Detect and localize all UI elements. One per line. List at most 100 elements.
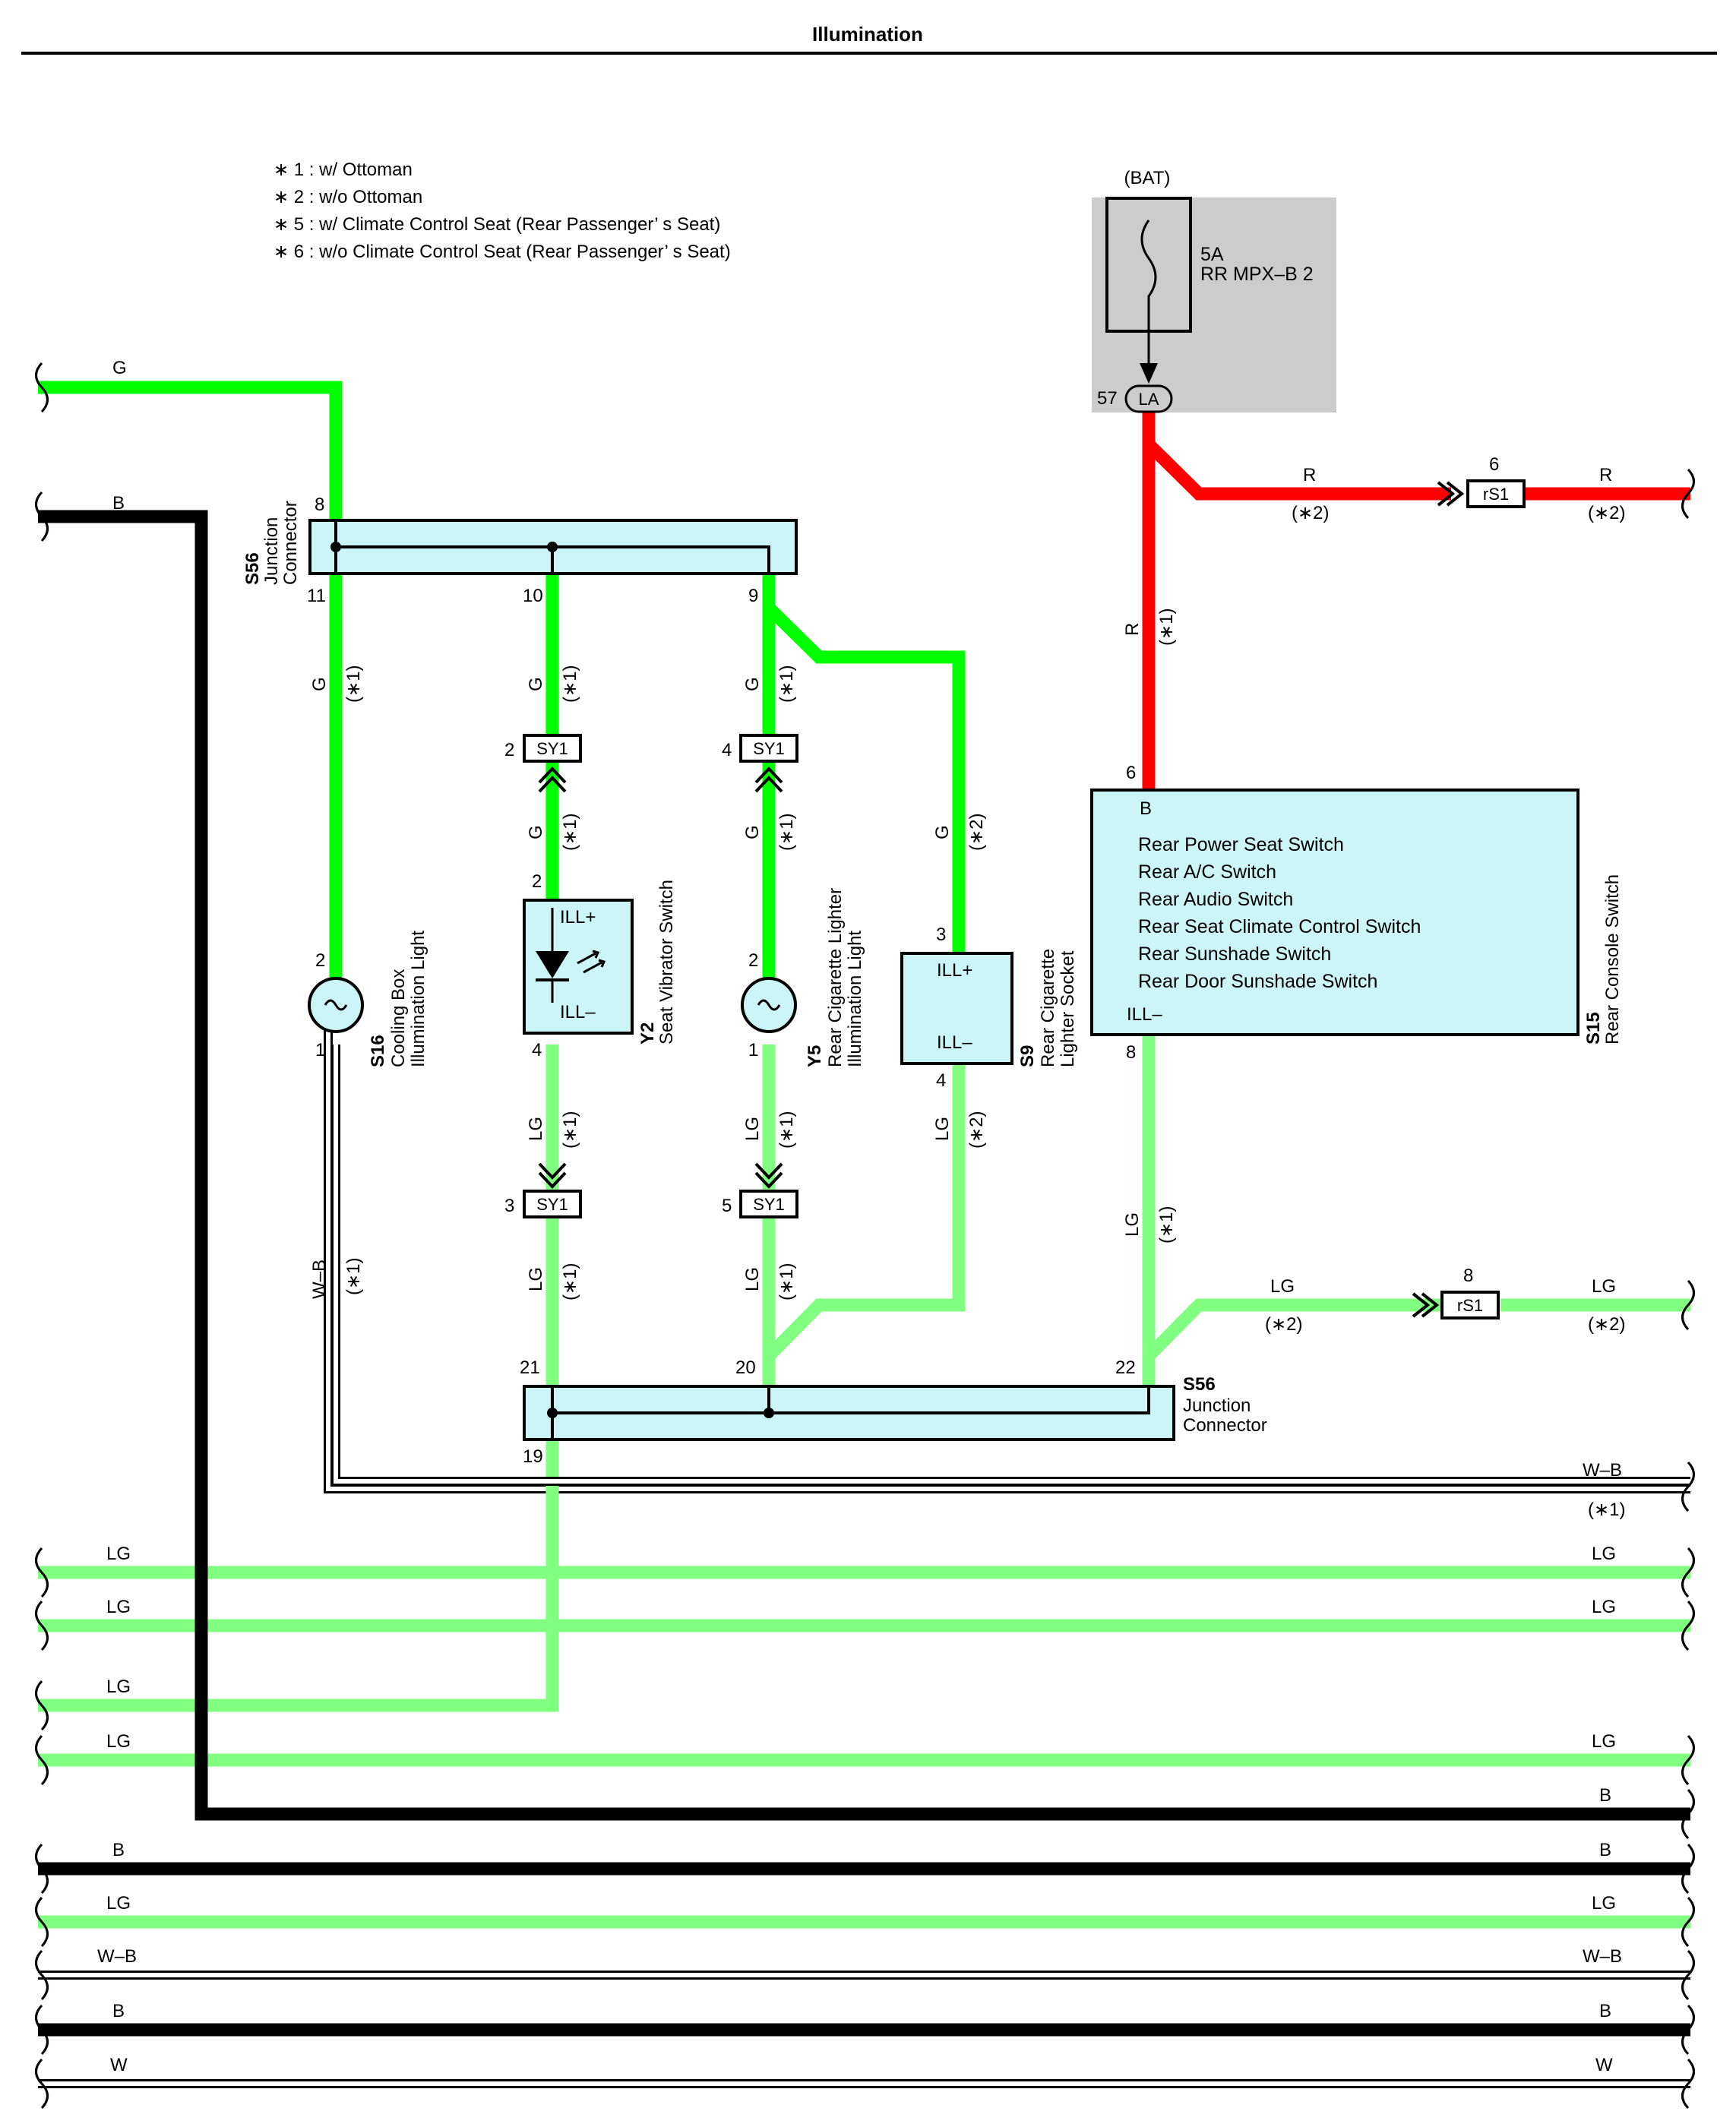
svg-text:LG: LG [1592,1544,1616,1564]
svg-text:B: B [1140,798,1152,819]
svg-text:W: W [110,2055,128,2075]
svg-text:Rear Audio Switch: Rear Audio Switch [1138,889,1293,910]
svg-text:(∗1): (∗1) [560,665,580,703]
wire-lg-rs1-branch [1143,1298,1447,1361]
svg-text:(∗1): (∗1) [776,1263,797,1301]
junction-lower-name-2: Connector [1183,1415,1267,1436]
svg-text:ILL–: ILL– [937,1032,972,1053]
svg-text:8: 8 [1126,1042,1136,1063]
svg-text:SY1: SY1 [753,739,785,758]
svg-text:3: 3 [504,1196,514,1216]
svg-text:8: 8 [1463,1266,1473,1286]
svg-text:G: G [742,825,763,839]
fuse-icon [1140,220,1157,365]
svg-text:B: B [112,1840,125,1860]
svg-text:1: 1 [315,1040,325,1060]
svg-text:B: B [112,2001,125,2021]
svg-text:B: B [1599,2001,1611,2021]
seat-vibrator-switch-box [523,899,634,1035]
junction-lower-code: S56 [1183,1374,1216,1395]
plug-icon [538,1162,567,1189]
svg-text:(∗1): (∗1) [343,1258,364,1295]
svg-text:Seat Vibrator Switch: Seat Vibrator Switch [656,880,677,1045]
svg-text:LG: LG [742,1117,763,1141]
svg-text:4: 4 [722,740,732,760]
bus-wires [38,510,1690,2088]
svg-text:(∗2): (∗2) [1265,1314,1302,1335]
svg-text:(∗1): (∗1) [1156,608,1177,646]
svg-text:Rear Seat Climate Control Swit: Rear Seat Climate Control Switch [1138,916,1421,937]
plug-icon [1437,481,1465,507]
svg-text:2: 2 [748,950,758,971]
svg-text:Rear Cigarette: Rear Cigarette [1038,949,1058,1067]
junction-upper-pin-8: 8 [315,495,324,515]
svg-text:G: G [526,825,546,839]
wire-labels-vertical: G (∗1) W–B (∗1) G (∗1) G (∗1) LG (∗1) LG… [309,608,1177,1301]
battery-connector-label: LA [1139,390,1159,409]
svg-text:(∗1): (∗1) [1588,1500,1625,1520]
svg-text:2: 2 [315,950,325,971]
svg-text:Rear Cigarette Lighter: Rear Cigarette Lighter [825,888,846,1067]
legend-item-3: ∗ 5 : w/ Climate Control Seat (Rear Pass… [274,214,720,235]
svg-text:LG: LG [106,1677,131,1697]
junction-upper-pin-9: 9 [748,586,758,606]
connector-sy1-pin2: SY1 2 [504,734,582,793]
svg-text:5: 5 [722,1196,732,1216]
svg-text:6: 6 [1489,454,1499,475]
component-s16-cooling-box-light: 2 1 S16 Cooling Box Illumination Light [308,931,428,1067]
svg-text:W–B: W–B [97,1946,137,1967]
legend-item-4: ∗ 6 : w/o Climate Control Seat (Rear Pas… [274,242,731,262]
svg-text:LG: LG [106,1544,131,1564]
wire-wb-bus-upper-core [326,1018,1690,1491]
svg-text:(∗2): (∗2) [1292,503,1329,523]
svg-text:R: R [1122,623,1143,636]
light-emission-icon [577,950,606,974]
wire-b-bus-1 [38,510,1690,1821]
svg-text:(∗2): (∗2) [1588,503,1625,523]
svg-text:Illumination Light: Illumination Light [845,931,865,1067]
svg-text:G: G [742,677,763,691]
svg-text:Y5: Y5 [805,1045,825,1067]
svg-text:(∗2): (∗2) [966,814,987,851]
battery-connector-pin: 57 [1097,388,1118,409]
svg-text:2: 2 [504,740,514,760]
svg-text:S9: S9 [1017,1045,1038,1067]
junction-upper-name-1: Junction [261,517,282,585]
junction-lower-node-1 [547,1408,558,1418]
wire-lg-bus-3 [38,1436,559,1712]
svg-text:6: 6 [1126,763,1136,783]
svg-text:LG: LG [1270,1276,1295,1297]
svg-text:4: 4 [936,1070,946,1091]
svg-text:(∗1): (∗1) [560,1263,580,1301]
junction-lower-name-1: Junction [1183,1395,1251,1416]
led-icon [536,951,569,978]
battery-label: (BAT) [1124,168,1171,188]
svg-text:Cooling Box: Cooling Box [388,969,409,1067]
connector-rs1-group: rS1 6 rS1 8 [1412,454,1526,1319]
connector-rs1-pin8: rS1 8 [1412,1266,1500,1319]
component-y2-seat-vibrator-switch: ILL+ ILL– 2 4 Y2 Seat Vibrator Switch [523,871,677,1060]
svg-text:(∗2): (∗2) [1588,1314,1625,1335]
wire-wb-s16-core [334,1045,1690,1484]
svg-text:G: G [112,358,127,378]
diagram-title: Illumination [812,23,923,46]
svg-text:LG: LG [1592,1276,1616,1297]
battery-fuse-block: (BAT) 5A RR MPX–B 2 57 LA [1092,168,1336,413]
svg-text:Rear Console Switch: Rear Console Switch [1602,874,1623,1045]
svg-text:3: 3 [936,924,946,945]
legend-item-2: ∗ 2 : w/o Ottoman [274,187,422,207]
svg-text:(∗1): (∗1) [776,1111,797,1149]
wire-r-branch [1144,439,1451,501]
svg-text:W–B: W–B [309,1259,330,1299]
connector-sy1-pin5: SY1 5 [722,1162,798,1218]
legend-item-1: ∗ 1 : w/ Ottoman [274,160,413,180]
connector-sy1-group: SY1 2 SY1 4 SY1 3 SY1 5 [504,734,798,1218]
wire-labels: G B R (∗2) R (∗2) LG (∗2) LG (∗2) W–B (∗… [97,358,1625,2075]
junction-upper-code: S56 [242,552,263,585]
svg-text:LG: LG [1592,1731,1616,1752]
wire-lg-s9-out [764,1064,966,1361]
svg-text:Illumination Light: Illumination Light [408,931,428,1067]
svg-text:S16: S16 [368,1035,388,1067]
svg-text:Lighter Socket: Lighter Socket [1058,950,1078,1067]
